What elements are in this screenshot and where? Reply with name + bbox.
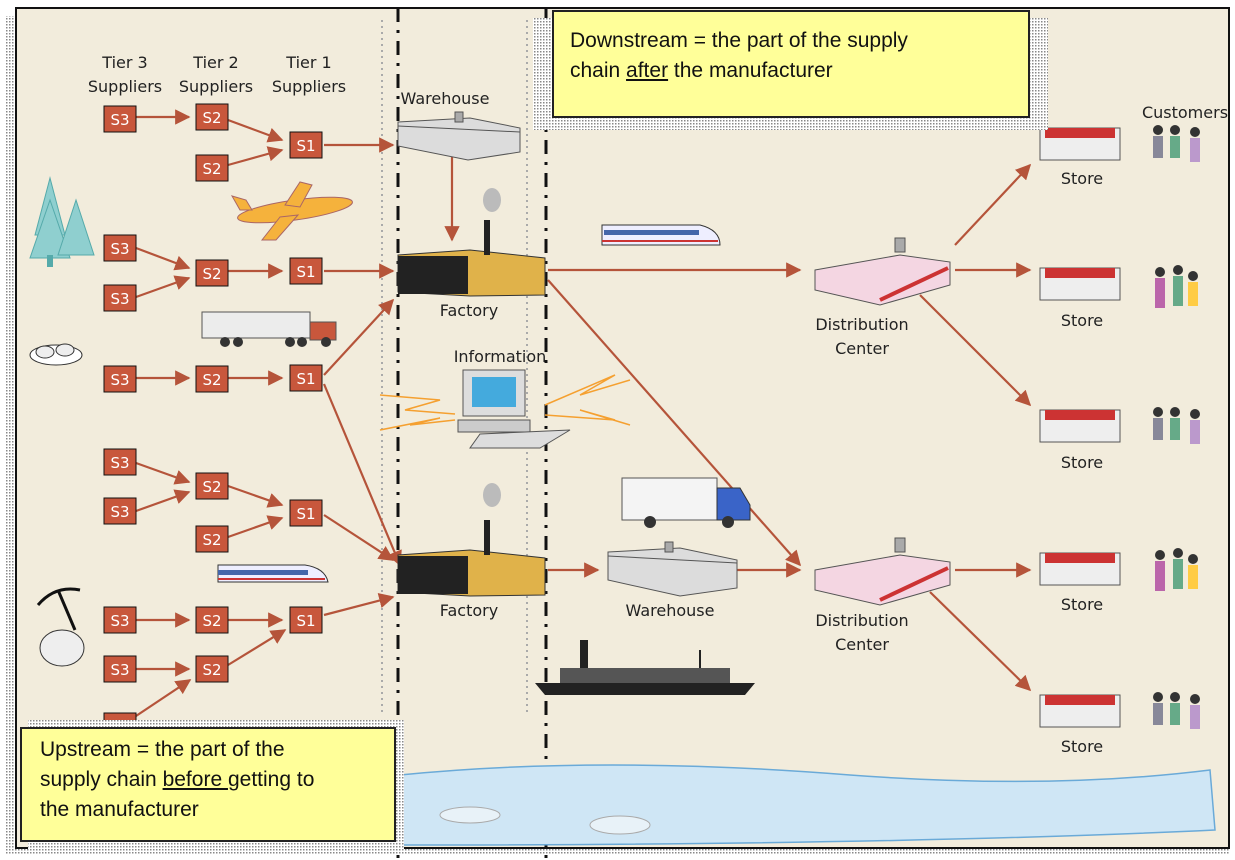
factory-top-label: Factory (440, 301, 498, 320)
customers-icon (1153, 692, 1200, 729)
s2-nodes: S2 S2 S2 S2 S2 S2 S2 S2 (195, 103, 229, 683)
downstream-callout: Downstream = the part of the supply chai… (552, 10, 1030, 118)
truck-icon (201, 311, 337, 347)
upstream-callout: Upstream = the part of the supply chain … (20, 727, 396, 842)
warehouse-bottom-label: Warehouse (626, 601, 715, 620)
pickaxe-icon (36, 587, 85, 667)
flow-arrows (129, 109, 1032, 721)
customers-icon (1153, 125, 1200, 162)
svg-text:Suppliers: Suppliers (179, 77, 253, 96)
delivery-truck-icon (621, 477, 751, 528)
train-icon (601, 224, 721, 246)
customers-icon (1153, 407, 1200, 444)
store-label: Store (1061, 453, 1103, 472)
svg-text:S2: S2 (202, 265, 221, 283)
store-icon (1039, 552, 1121, 586)
train-icon (217, 564, 329, 583)
s3-nodes: S3 S3 S3 S3 S3 S3 S3 S3 (103, 105, 137, 740)
trees-icon (29, 176, 95, 267)
svg-text:Center: Center (835, 635, 889, 654)
tier3-header: Tier 3 Suppliers (88, 53, 162, 96)
store-label: Store (1061, 595, 1103, 614)
rock-decoration (439, 806, 501, 824)
svg-text:S1: S1 (296, 137, 315, 155)
warehouse-top-icon (397, 111, 521, 161)
svg-text:S1: S1 (296, 263, 315, 281)
dc-bottom-label: Distribution Center (815, 611, 908, 654)
s1-nodes: S1 S1 S1 S1 S1 (289, 131, 323, 634)
svg-text:Suppliers: Suppliers (88, 77, 162, 96)
store-icon (1039, 127, 1121, 161)
tier2-header: Tier 2 Suppliers (179, 53, 253, 96)
dc-top-label: Distribution Center (815, 315, 908, 358)
airplane-icon (230, 181, 353, 241)
downstream-line2: chain after the manufacturer (570, 59, 833, 82)
svg-text:Suppliers: Suppliers (272, 77, 346, 96)
customers-icon (1155, 265, 1198, 308)
svg-text:S1: S1 (296, 612, 315, 630)
svg-text:S3: S3 (110, 240, 129, 258)
upstream-line3: the manufacturer (40, 798, 199, 821)
information-label: Information (454, 347, 547, 366)
svg-text:Distribution: Distribution (815, 611, 908, 630)
rock-decoration (589, 815, 651, 835)
svg-text:S2: S2 (202, 478, 221, 496)
store-icon (1039, 267, 1121, 301)
upstream-line1: Upstream = the part of the (40, 738, 285, 761)
svg-text:S2: S2 (202, 371, 221, 389)
svg-text:Tier 1: Tier 1 (285, 53, 331, 72)
factory-bottom-label: Factory (440, 601, 498, 620)
svg-text:S2: S2 (202, 531, 221, 549)
svg-text:S2: S2 (202, 109, 221, 127)
diagram-background (15, 7, 1230, 849)
svg-text:S3: S3 (110, 371, 129, 389)
svg-text:S3: S3 (110, 661, 129, 679)
svg-text:Distribution: Distribution (815, 315, 908, 334)
tier1-header: Tier 1 Suppliers (272, 53, 346, 96)
store-label: Store (1061, 311, 1103, 330)
svg-text:S1: S1 (296, 505, 315, 523)
svg-text:Tier 2: Tier 2 (192, 53, 238, 72)
upstream-line2: supply chain before getting to (40, 768, 315, 791)
svg-text:S1: S1 (296, 370, 315, 388)
svg-text:Tier 3: Tier 3 (101, 53, 147, 72)
downstream-line1: Downstream = the part of the supply (570, 29, 908, 52)
ship-icon (535, 640, 755, 695)
svg-text:S3: S3 (110, 290, 129, 308)
svg-text:S2: S2 (202, 661, 221, 679)
store-label: Store (1061, 737, 1103, 756)
svg-text:Center: Center (835, 339, 889, 358)
store-icon (1039, 409, 1121, 443)
distribution-center-top-icon (814, 237, 951, 306)
factory-bottom-icon (397, 483, 546, 597)
warehouse-top-label: Warehouse (401, 89, 490, 108)
distribution-center-bottom-icon (814, 537, 951, 606)
computer-icon (379, 369, 631, 449)
store-icon (1039, 694, 1121, 728)
svg-text:S3: S3 (110, 503, 129, 521)
svg-text:S3: S3 (110, 111, 129, 129)
warehouse-bottom-icon (607, 541, 738, 597)
svg-text:S2: S2 (202, 160, 221, 178)
customers-icon (1155, 548, 1198, 591)
customers-label: Customers (1142, 103, 1228, 122)
svg-text:S3: S3 (110, 454, 129, 472)
factory-top-icon (397, 188, 546, 297)
svg-text:S2: S2 (202, 612, 221, 630)
store-label: Store (1061, 169, 1103, 188)
svg-text:S3: S3 (110, 612, 129, 630)
rocks-icon (29, 343, 83, 366)
